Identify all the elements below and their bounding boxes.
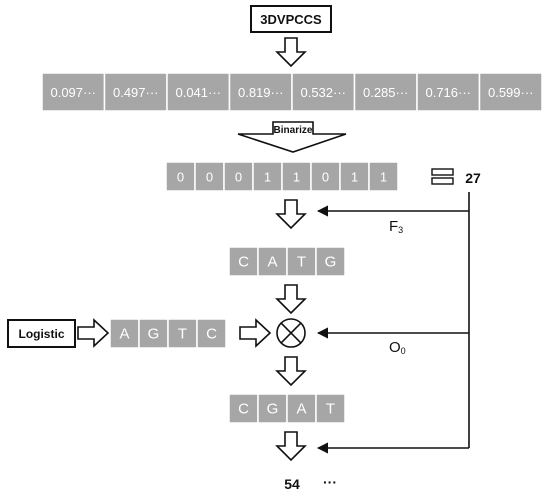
- source-box: 3DVPCCS: [250, 5, 332, 33]
- binarize-arrow: Binarize: [237, 121, 347, 153]
- base-cell: C: [228, 246, 259, 277]
- base-cell: T: [315, 393, 346, 424]
- bit-cell: 1: [368, 161, 399, 192]
- right-arrow-to-xor: [239, 318, 272, 348]
- float-cell-text: 0.599···: [488, 85, 534, 100]
- base-cell: A: [257, 246, 288, 277]
- decimal-value: 27: [465, 170, 481, 186]
- bit-cell-text: 0: [206, 170, 213, 185]
- rule-label: F3: [389, 218, 403, 235]
- down-arrow-5: [275, 431, 307, 462]
- bit-cell: 1: [252, 161, 283, 192]
- operation-label: O0: [389, 339, 406, 356]
- base-cell-text: A: [296, 401, 306, 418]
- float-cell: 0.285···: [353, 72, 418, 112]
- float-cell: 0.716···: [416, 72, 481, 112]
- base-cell: C: [228, 393, 259, 424]
- base-cell: A: [109, 318, 140, 349]
- float-cell-text: 0.497···: [113, 85, 159, 100]
- base-cell-text: C: [238, 254, 249, 271]
- base-cell-text: G: [148, 326, 160, 343]
- bit-cell-text: 0: [322, 170, 329, 185]
- next-value: 54: [284, 476, 300, 492]
- base-cell: G: [257, 393, 288, 424]
- xor-operator-icon: [276, 318, 306, 348]
- base-cell-text: A: [267, 254, 277, 271]
- float-cell-text: 0.041···: [175, 85, 221, 100]
- float-cell-text: 0.532···: [300, 85, 346, 100]
- base-cell: T: [286, 246, 317, 277]
- float-cell: 0.532···: [291, 72, 356, 112]
- float-cell-text: 0.819···: [238, 85, 284, 100]
- bit-cell: 0: [165, 161, 196, 192]
- base-cell-text: A: [119, 326, 129, 343]
- bit-cell: 0: [223, 161, 254, 192]
- bit-cell: 0: [194, 161, 225, 192]
- bit-cell: 1: [281, 161, 312, 192]
- bit-cell: 0: [310, 161, 341, 192]
- float-value-row: 0.097··· 0.497··· 0.041··· 0.819··· 0.532···…: [41, 72, 543, 112]
- bit-cell-text: 0: [235, 170, 242, 185]
- base-cell-text: C: [238, 401, 249, 418]
- base-cell: A: [286, 393, 317, 424]
- float-cell: 0.599···: [478, 72, 543, 112]
- bit-cell: 1: [339, 161, 370, 192]
- down-arrow-3: [275, 284, 307, 315]
- float-cell-text: 0.097···: [50, 85, 96, 100]
- down-arrow-4: [275, 356, 307, 387]
- base-cell: C: [196, 318, 227, 349]
- logistic-box: Logistic: [7, 319, 76, 348]
- base-cell-text: G: [267, 401, 279, 418]
- source-label: 3DVPCCS: [260, 12, 322, 27]
- bit-cell-text: 1: [264, 170, 271, 185]
- down-arrow-2: [275, 199, 307, 230]
- base-cell-text: G: [325, 254, 337, 271]
- logistic-label: Logistic: [18, 327, 64, 341]
- bits-row: 0 0 0 1 1 0 1 1: [165, 161, 399, 192]
- equals-sign: [431, 168, 454, 185]
- bit-cell-text: 0: [177, 170, 184, 185]
- base-cell: G: [315, 246, 346, 277]
- base-cell: G: [138, 318, 169, 349]
- base-cell-text: T: [178, 326, 187, 343]
- bit-cell-text: 1: [380, 170, 387, 185]
- bit-cell-text: 1: [351, 170, 358, 185]
- binarize-label: Binarize: [274, 125, 313, 136]
- float-cell: 0.097···: [41, 72, 106, 112]
- right-arrow-logistic: [77, 318, 110, 348]
- base-cell-text: C: [206, 326, 217, 343]
- continuation-dots: ···: [323, 474, 337, 490]
- base-cell-text: T: [326, 401, 335, 418]
- float-cell-text: 0.285···: [363, 85, 409, 100]
- base-cell: T: [167, 318, 198, 349]
- down-arrow-1: [275, 37, 307, 68]
- base-cell-text: T: [297, 254, 306, 271]
- float-cell: 0.819···: [228, 72, 293, 112]
- bit-cell-text: 1: [293, 170, 300, 185]
- float-cell: 0.041···: [166, 72, 231, 112]
- float-cell-text: 0.716···: [425, 85, 471, 100]
- float-cell: 0.497···: [103, 72, 168, 112]
